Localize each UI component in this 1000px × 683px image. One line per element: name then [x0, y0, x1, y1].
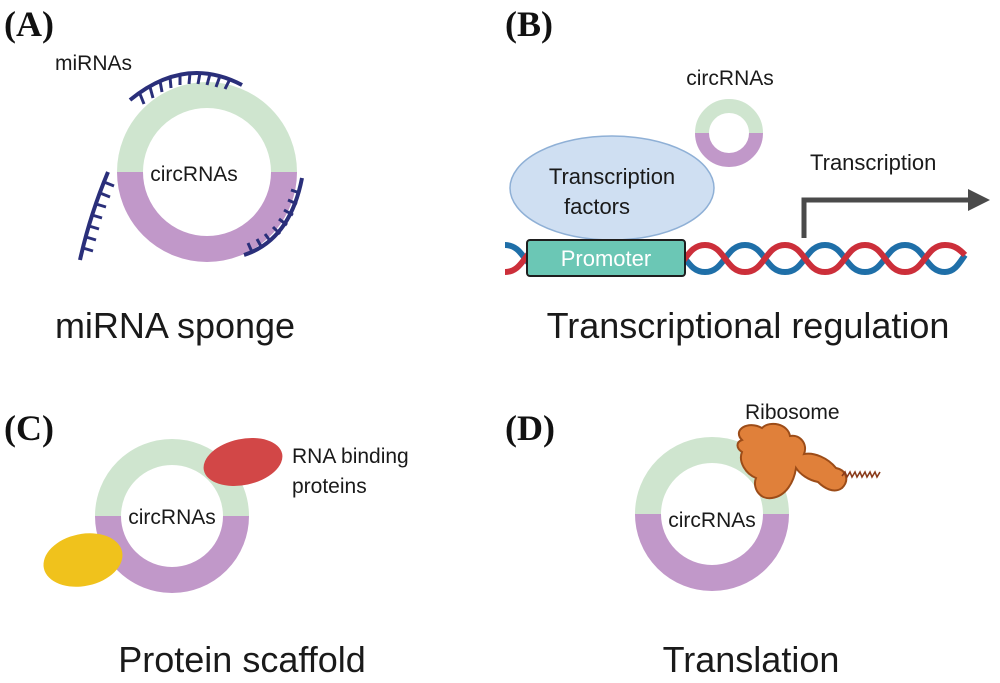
transcription-arrow: [801, 189, 990, 238]
ribosome-icon: [737, 423, 847, 499]
mirna-right: [243, 177, 304, 257]
panel-c-circrna-label: circRNAs: [128, 506, 216, 529]
panel-c-caption: Protein scaffold: [118, 639, 365, 680]
panel-a-circrna-ring: [117, 82, 297, 262]
panel-b-caption: Transcriptional regulation: [547, 305, 950, 346]
ribosome-label: Ribosome: [745, 401, 840, 424]
panel-b: (B) circRNAs Transcription factors Promo…: [504, 4, 990, 346]
transcription-factors-blob: [510, 136, 714, 240]
panel-d-caption: Translation: [663, 639, 840, 680]
promoter-label: Promoter: [561, 246, 651, 271]
mirna-label: miRNAs: [55, 52, 132, 75]
rna-binding-protein-red: [203, 438, 283, 486]
panel-b-circrna-label: circRNAs: [686, 67, 774, 90]
panel-d-circrna-label: circRNAs: [668, 509, 756, 532]
mirna-top: [128, 71, 243, 105]
panel-c: (C) circRNAs RNA binding proteins Protei…: [4, 408, 409, 680]
panel-d: (D) circRNAs Ribosome Translation: [505, 401, 881, 680]
panel-c-letter: (C): [4, 408, 54, 448]
rna-binding-protein-yellow: [43, 533, 123, 587]
transcription-label: Transcription: [810, 150, 936, 175]
circrna-top-half: [117, 82, 297, 172]
tf-label-line1: Transcription: [549, 164, 675, 189]
panel-d-circrna-ring: [635, 437, 789, 591]
panel-b-circrna-ring: [695, 99, 763, 167]
rbp-label-line1: RNA binding: [292, 445, 409, 468]
panel-c-circrna-ring: [95, 439, 249, 593]
mirna-left: [78, 171, 115, 261]
tf-label-line2: factors: [564, 194, 630, 219]
promoter-box: [527, 240, 685, 276]
circrna-bottom-half: [117, 172, 297, 262]
rbp-label-line2: proteins: [292, 475, 367, 498]
panel-d-letter: (D): [505, 408, 555, 448]
panel-a-letter: (A): [4, 4, 54, 44]
panel-a-caption: miRNA sponge: [55, 305, 295, 346]
panel-a-circrna-label: circRNAs: [150, 163, 238, 186]
panel-b-letter: (B): [505, 4, 553, 44]
panel-a: (A) circRNAs miRNAs: [4, 4, 304, 346]
peptide-chain-icon: [841, 470, 881, 479]
